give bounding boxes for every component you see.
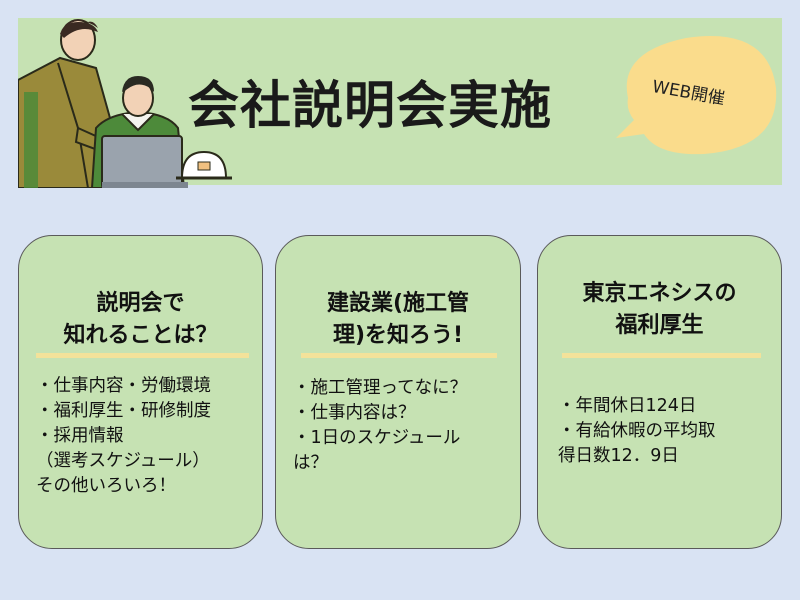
card-body: ・施工管理ってなに？ ・仕事内容は？ ・1日のスケジュール は？ (293, 378, 468, 473)
card-title: 建設業(施工管 理)を知ろう! (326, 291, 470, 348)
card-body: ・年間休日124日 ・有給休暇の平均取 得日数12．9日 (558, 396, 716, 466)
hard-hat-icon (176, 150, 232, 180)
card-construction: 建設業(施工管 理)を知ろう! ・施工管理ってなに？ ・仕事内容は？ ・1日のス… (275, 235, 521, 549)
divider (301, 353, 497, 358)
card-briefing: 説明会で 知れることは？ ・仕事内容・労働環境 ・福利厚生・研修制度 ・採用情報… (18, 235, 263, 549)
card-body: ・仕事内容・労働環境 ・福利厚生・研修制度 ・採用情報 （選考スケジュール） そ… (36, 376, 211, 496)
card-title: 説明会で 知れることは？ (63, 291, 218, 348)
card-title: 東京エネシスの 福利厚生 (582, 281, 737, 338)
speech-bubble-icon (616, 36, 777, 155)
divider (36, 353, 249, 358)
page-title: 会社説明会実施 (188, 77, 553, 136)
divider (562, 353, 761, 358)
card-benefits: 東京エネシスの 福利厚生 ・年間休日124日 ・有給休暇の平均取 得日数12．9… (537, 235, 782, 549)
laptop-icon (101, 135, 188, 188)
worker-illustration-icon (18, 19, 232, 188)
